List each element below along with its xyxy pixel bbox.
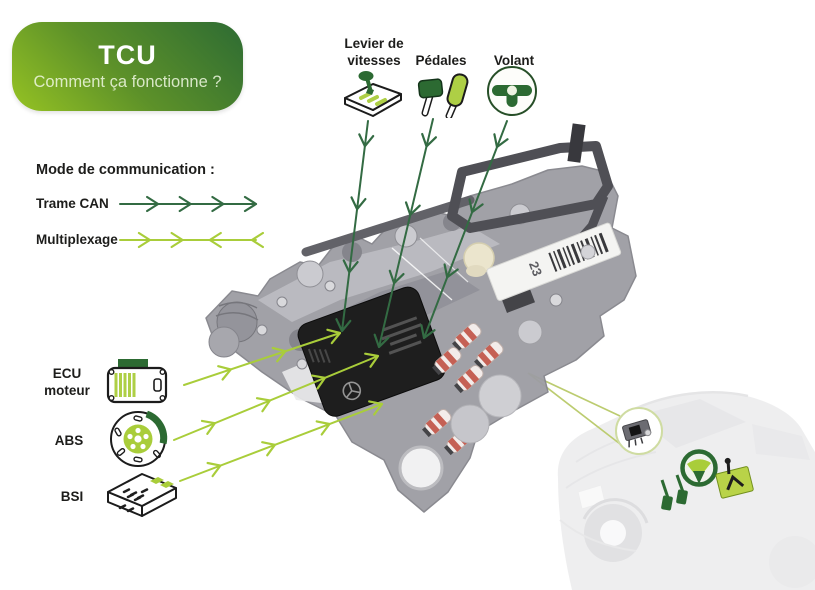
arrow-ecu-to-tcu <box>183 328 342 386</box>
car-gear-shifter-icon <box>715 457 754 499</box>
gear-shifter-icon <box>344 71 402 117</box>
arrow-volant-to-tcu <box>420 120 509 340</box>
label-abs: ABS <box>54 433 84 448</box>
page-title: TCU <box>98 39 157 70</box>
legend-title: Mode de communication : <box>36 162 215 178</box>
pedals-icon <box>417 73 469 118</box>
car-pedals-icon <box>660 474 688 511</box>
label-ecu-moteur: ECU moteur <box>44 366 90 398</box>
car-photo <box>527 372 815 590</box>
legend-label-multiplexage: Multiplexage <box>36 232 118 247</box>
legend-arrow-multiplexage <box>119 231 264 249</box>
tcu-control-module <box>297 286 446 417</box>
communication-arrows <box>119 118 509 482</box>
label-bsi: BSI <box>60 489 84 504</box>
title-badge: TCU Comment ça fonctionne ? <box>12 22 243 111</box>
tcu-location-magnifier <box>615 407 663 455</box>
arrow-levier-to-tcu <box>335 120 375 333</box>
brake-disc-icon <box>110 410 168 467</box>
tcu-unit-photo: 23 <box>205 123 637 513</box>
bsi-board-icon <box>107 473 177 517</box>
car-steering-wheel-icon <box>680 449 718 487</box>
steering-wheel-icon <box>487 66 537 116</box>
tcu-part-number: 23 <box>526 259 545 278</box>
label-volant: Volant <box>493 53 535 68</box>
engine-ecu-icon <box>106 359 168 404</box>
page-subtitle: Comment ça fonctionne ? <box>33 73 222 92</box>
arrow-abs-to-tcu <box>173 352 380 441</box>
label-pedales: Pédales <box>415 53 467 68</box>
arrow-pedales-to-tcu <box>373 118 437 349</box>
legend-arrow-trame-can <box>119 195 258 213</box>
legend-label-trame-can: Trame CAN <box>36 196 109 211</box>
arrow-bsi-to-tcu <box>179 400 384 482</box>
label-levier-de-vitesses: Levier de vitesses <box>344 36 404 68</box>
